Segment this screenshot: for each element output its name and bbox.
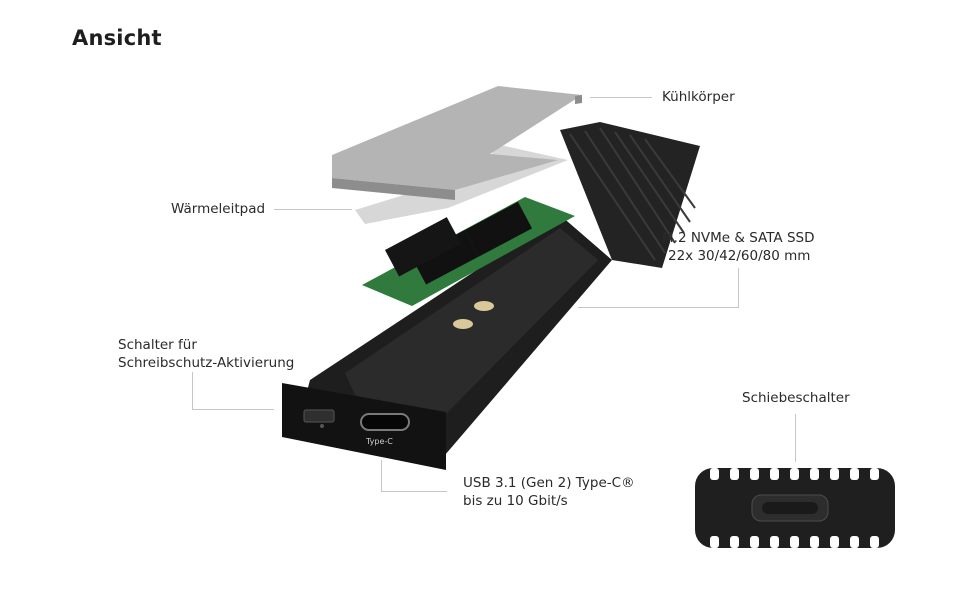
slider-switch-view bbox=[695, 468, 895, 548]
port-label: Type-C bbox=[365, 437, 393, 446]
label-usb-line1: USB 3.1 (Gen 2) Type-C® bbox=[463, 475, 635, 491]
label-usb-line2: bis zu 10 Gbit/s bbox=[463, 493, 568, 509]
label-write-protect-line1: Schalter für bbox=[118, 337, 197, 353]
label-write-protect: Schalter für Schreibschutz-Aktivierung bbox=[118, 336, 294, 372]
heatsink-plate bbox=[332, 86, 582, 200]
leader-slider bbox=[795, 414, 796, 462]
usb-c-port[interactable] bbox=[360, 413, 410, 431]
ssd-module bbox=[362, 197, 575, 306]
leader-usb-horizontal bbox=[381, 491, 447, 492]
write-protect-switch[interactable] bbox=[303, 409, 335, 423]
leader-switch-vertical bbox=[192, 372, 193, 410]
leader-switch-horizontal bbox=[192, 409, 274, 410]
leader-thermal-pad bbox=[274, 209, 352, 210]
page-title: Ansicht bbox=[72, 26, 162, 50]
label-write-protect-line2: Schreibschutz-Aktivierung bbox=[118, 355, 295, 371]
label-ssd-line2: 22x 30/42/60/80 mm bbox=[668, 248, 811, 264]
leader-ssd-vertical bbox=[738, 268, 739, 308]
label-ssd-line1: M.2 NVMe & SATA SSD bbox=[662, 230, 815, 246]
leader-heatsink bbox=[590, 97, 652, 98]
label-heatsink: Kühlkörper bbox=[662, 89, 735, 105]
leader-usb-vertical bbox=[381, 460, 382, 492]
label-ssd: M.2 NVMe & SATA SSD 22x 30/42/60/80 mm bbox=[662, 229, 814, 265]
leader-ssd-horizontal bbox=[578, 307, 739, 308]
label-usb: USB 3.1 (Gen 2) Type-C® bis zu 10 Gbit/s bbox=[463, 474, 635, 510]
label-thermal-pad: Wärmeleitpad bbox=[171, 201, 266, 217]
label-slider: Schiebeschalter bbox=[742, 390, 850, 406]
